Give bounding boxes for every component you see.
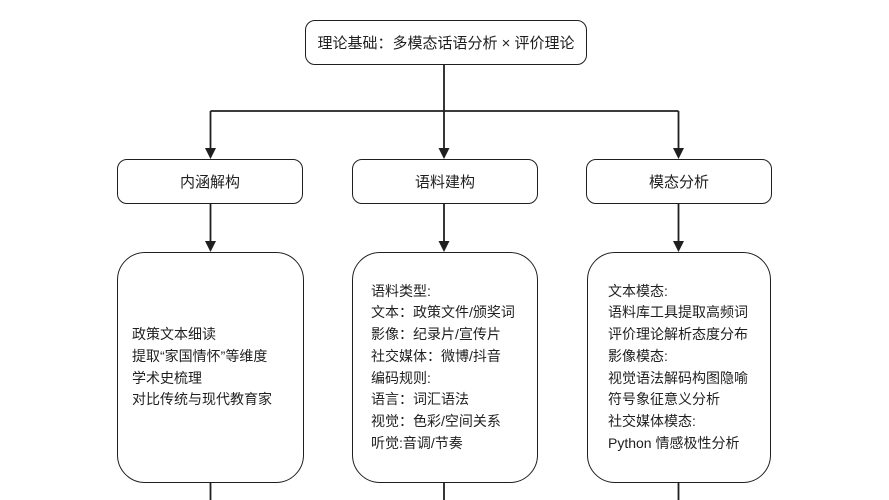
- detail-line: 影像：纪录片/宣传片: [371, 326, 501, 343]
- node-theory-foundation-label: 理论基础：多模态话语分析 × 评价理论: [317, 35, 575, 52]
- node-modality-details: 文本模态: 语料库工具提取高频词 评价理论解析态度分布 影像模态: 视觉语法解码…: [587, 252, 771, 483]
- detail-line: 文本：政策文件/颁奖词: [371, 304, 515, 321]
- detail-line: 语料类型:: [371, 282, 431, 299]
- detail-line: Python 情感极性分析: [608, 434, 740, 451]
- detail-line: 语料库工具提取高频词: [608, 304, 748, 321]
- node-branch-modality-label: 模态分析: [648, 174, 709, 191]
- arrowhead-down-icon: [205, 241, 216, 252]
- detail-line: 视觉语法解码构图隐喻: [608, 369, 748, 386]
- node-branch-connotation: 内涵解构: [117, 159, 303, 204]
- edge-group: [209, 65, 680, 500]
- detail-line: 视觉：色彩/空间关系: [371, 412, 501, 429]
- node-theory-foundation: 理论基础：多模态话语分析 × 评价理论: [305, 20, 587, 65]
- node-connotation-details: 政策文本细读 提取“家国情怀”等维度 学术史梳理 对比传统与现代教育家: [117, 252, 304, 483]
- detail-line: 学术史梳理: [132, 369, 202, 386]
- node-corpus-details: 语料类型: 文本：政策文件/颁奖词 影像：纪录片/宣传片 社交媒体：微博/抖音 …: [352, 252, 538, 483]
- arrowhead-down-icon: [438, 241, 450, 252]
- arrowhead-down-icon: [673, 148, 684, 159]
- detail-line: 编码规则:: [371, 369, 431, 386]
- detail-line: 评价理论解析态度分布: [608, 326, 748, 343]
- detail-line: 文本模态:: [608, 282, 668, 299]
- arrowhead-down-icon: [438, 148, 450, 159]
- detail-line: 影像模态:: [608, 347, 668, 364]
- node-branch-corpus: 语料建构: [352, 159, 538, 204]
- node-branch-modality: 模态分析: [586, 159, 772, 204]
- node-branch-corpus-label: 语料建构: [414, 174, 475, 191]
- detail-line: 社交媒体：微博/抖音: [371, 347, 501, 364]
- arrowhead-down-icon: [205, 148, 216, 159]
- arrowhead-down-icon: [673, 241, 684, 252]
- detail-line: 符号象征意义分析: [608, 391, 720, 408]
- node-branch-connotation-label: 内涵解构: [179, 174, 240, 191]
- detail-line: 提取“家国情怀”等维度: [132, 347, 268, 364]
- arrowhead-group: [205, 148, 684, 252]
- detail-line: 语言：词汇语法: [371, 391, 469, 408]
- detail-line: 听觉:音调/节奏: [371, 434, 463, 451]
- detail-line: 社交媒体模态:: [608, 412, 696, 429]
- detail-line: 政策文本细读: [132, 326, 216, 343]
- detail-line: 对比传统与现代教育家: [132, 391, 272, 408]
